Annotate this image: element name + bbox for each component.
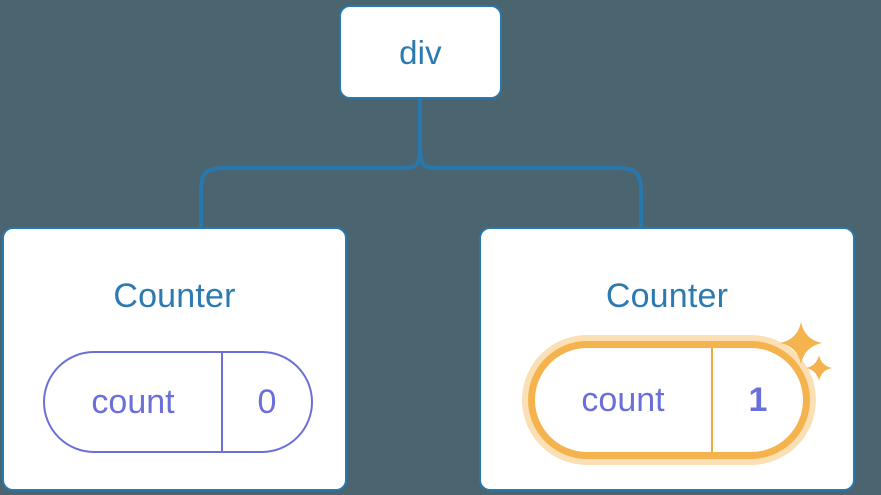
counter-left-state-pill[interactable]: count 0 bbox=[43, 351, 313, 453]
counter-right-state-value: 1 bbox=[748, 381, 768, 419]
root-node-label: div bbox=[399, 33, 442, 71]
counter-right-title: Counter bbox=[605, 277, 729, 315]
counter-left-state-key: count bbox=[45, 353, 223, 451]
connector-branch-left bbox=[199, 141, 422, 229]
counter-left-title: Counter bbox=[113, 277, 236, 315]
node-counter-right[interactable]: Counter count 1 bbox=[479, 227, 855, 491]
counter-right-state-key: count bbox=[535, 348, 713, 452]
node-root-div[interactable]: div bbox=[339, 5, 502, 99]
node-counter-left[interactable]: Counter count 0 bbox=[2, 227, 347, 491]
counter-right-state-pill[interactable]: count 1 bbox=[522, 335, 816, 465]
counter-left-state-value: 0 bbox=[257, 383, 277, 421]
connector-branch-right bbox=[418, 141, 643, 229]
